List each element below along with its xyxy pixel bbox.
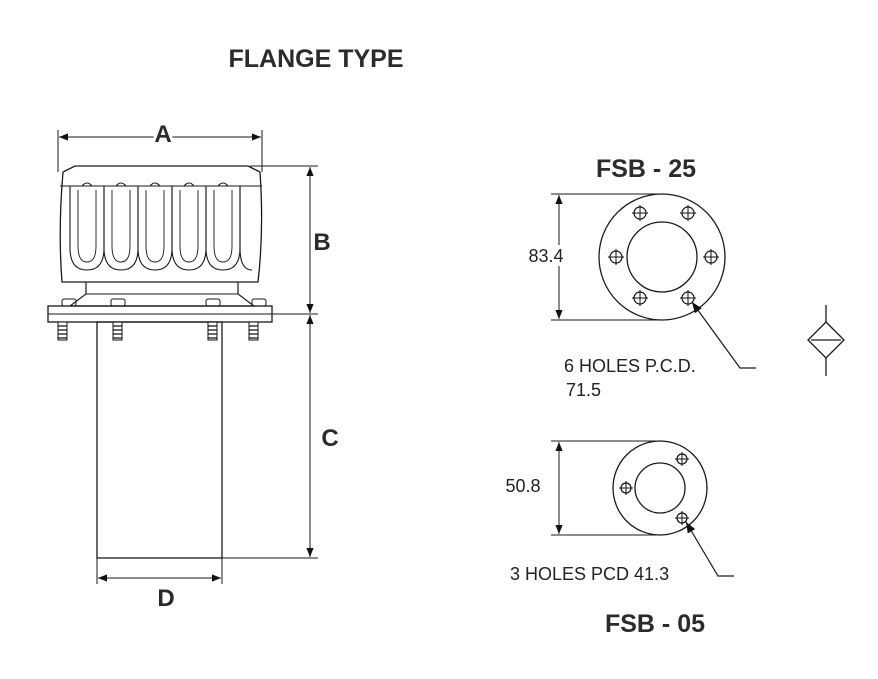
fsb05-hole: [619, 452, 689, 525]
fsb05-height-value: 50.8: [505, 476, 540, 496]
fsb25-label: FSB - 25: [596, 155, 696, 183]
fsb25-hole: [608, 205, 719, 306]
dimension-c: C: [222, 315, 339, 559]
dimension-a: A: [57, 118, 263, 172]
stud: [205, 298, 221, 307]
fsb05-holes-label: 3 HOLES PCD 41.3: [510, 564, 669, 584]
page-title: FLANGE TYPE: [228, 45, 403, 73]
stud: [251, 298, 267, 307]
breather-symbol-icon: [807, 305, 845, 376]
breather-cap: [59, 165, 263, 283]
dimension-b: B: [250, 165, 331, 315]
fsb05-bore: [634, 462, 686, 514]
fsb25-height-value: 83.4: [528, 246, 563, 266]
fsb05-view: 50.8 3 HOLES PCD 41.3 FSB - 05: [501, 440, 734, 638]
dimension-d: D: [96, 558, 223, 612]
dimension-a-label: A: [154, 121, 171, 148]
fsb05-label: FSB - 05: [605, 610, 705, 638]
flange-bolts: [57, 321, 259, 341]
dimension-c-label: C: [321, 425, 338, 452]
breather-side-view: [47, 165, 273, 559]
fsb25-holes-line2: 71.5: [566, 380, 601, 400]
fsb25-bore: [626, 221, 698, 293]
filter-tube: [96, 321, 223, 559]
stud: [110, 298, 126, 307]
fsb25-view: FSB - 25 83.4 6 HOLES P.C.D. 71.5: [524, 155, 756, 400]
fsb25-holes-line1: 6 HOLES P.C.D.: [564, 356, 696, 376]
dimension-b-label: B: [313, 229, 330, 256]
dimension-d-label: D: [157, 585, 174, 612]
